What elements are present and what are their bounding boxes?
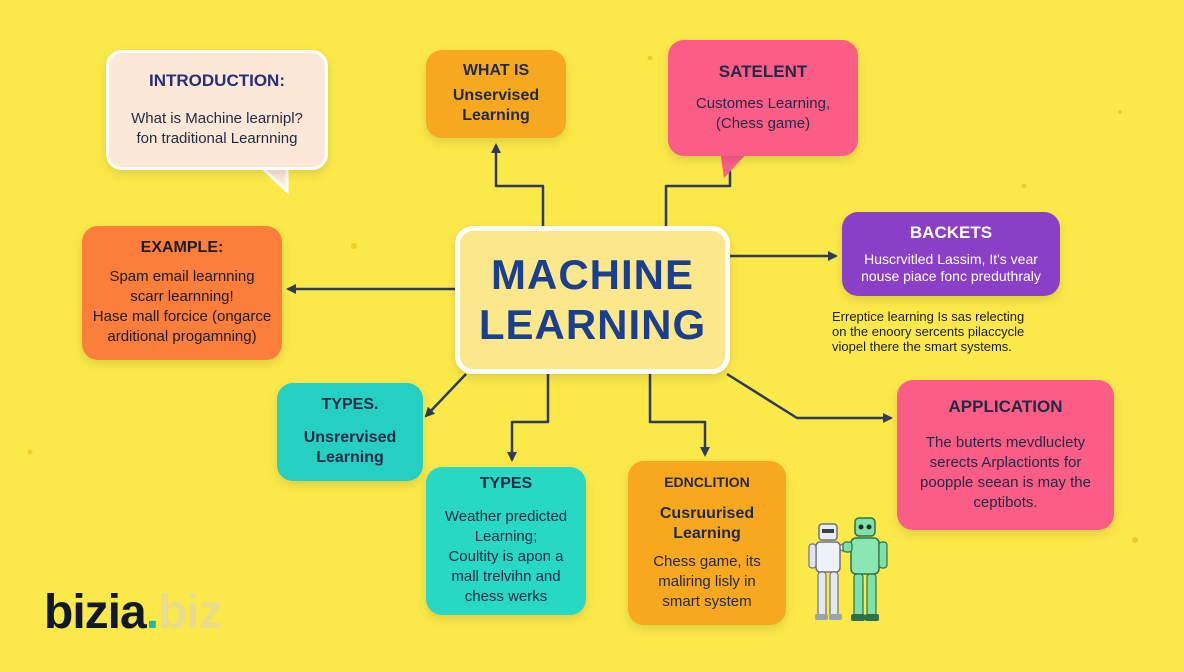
center-title-line-2: LEARNING [478, 301, 707, 348]
node-what-is: WHAT IS Unservised Learning [426, 50, 566, 138]
example-line-3: Hase mall forcice (ongarce [92, 308, 272, 325]
node-types-unsupervised: TYPES. Unsrervised Learning [277, 383, 423, 481]
types2-line-1: Weather predicted [444, 508, 568, 525]
link-to-what [491, 143, 545, 226]
link-to-satelent [664, 166, 732, 226]
node-example: EXAMPLE: Spam email learnning scarr lear… [82, 226, 282, 360]
logo-dot: . [145, 586, 159, 639]
edn-sub-line-2: Learning [673, 525, 741, 542]
what-is-line-1: Unservised [452, 87, 540, 104]
backets-title: BACKETS [909, 223, 993, 242]
backets-line-1: Huscrvitled Lassim, It's vear [864, 251, 1038, 267]
what-is-title: WHAT IS [462, 62, 530, 79]
satelent-line-1: Customes Learning, [695, 95, 831, 112]
node-backets: BACKETS Huscrvitled Lassim, It's vear no… [842, 212, 1060, 296]
edn-title: EDNCLITION [664, 474, 750, 490]
satelent-bubble-tail [720, 150, 750, 178]
types2-line-2: Learning; [474, 528, 538, 545]
robots-illustration [808, 517, 888, 621]
link-to-application [726, 372, 893, 423]
types1-line-1: Unsrervised [303, 429, 397, 446]
introduction-line-1: What is Machine learnipl? [131, 110, 303, 127]
types2-line-3: Coultity is apon a [448, 548, 564, 565]
application-line-3: poopple seean is may the [920, 474, 1091, 491]
application-title: APPLICATION [948, 397, 1063, 416]
node-machine-learning-center: MACHINE LEARNING [455, 226, 730, 374]
application-line-4: ceptibots. [973, 494, 1038, 511]
green-robot-icon [842, 517, 888, 621]
application-line-1: The buterts mevdluclety [925, 434, 1086, 451]
node-satelent: SATELENT Customes Learning, (Chess game) [668, 40, 858, 156]
example-line-2: scarr learnning! [130, 288, 234, 305]
node-ednclition: EDNCLITION Cusruurised Learning Chess ga… [628, 461, 786, 625]
annotation-line-3: viopel there the smart systems. [832, 339, 1012, 354]
node-types-weather: TYPES Weather predicted Learning; Coulti… [426, 467, 586, 615]
logo-part-1: bizia [44, 586, 147, 639]
edn-sub-line-1: Cusruurised [659, 505, 755, 522]
example-line-1: Spam email learnning [109, 268, 255, 285]
satelent-line-2: (Chess game) [715, 115, 811, 132]
application-line-2: serects Arplactionts for [929, 454, 1082, 471]
what-is-line-2: Learning [462, 107, 530, 124]
types2-line-4: mall trelvihn and [451, 568, 561, 585]
node-application: APPLICATION The buterts mevdluclety sere… [897, 380, 1114, 530]
backets-line-2: nouse piace fonc preduthraly [861, 268, 1041, 284]
bizia-logo[interactable]: bizia.biz [44, 585, 223, 641]
satelent-title: SATELENT [718, 62, 808, 81]
introduction-line-2: fon traditional Learnning [136, 130, 298, 147]
annotation-text: Erreptice learning Is sas relecting on t… [832, 309, 1072, 354]
annotation-line-1: Erreptice learning Is sas relecting [832, 309, 1025, 324]
center-title-line-1: MACHINE [491, 251, 694, 298]
example-title: EXAMPLE: [140, 239, 224, 256]
link-to-types2 [507, 374, 550, 462]
background-specks [27, 55, 1138, 543]
types2-title: TYPES [479, 475, 533, 492]
edn-line-1: Chess game, its [653, 553, 761, 570]
annotation-line-2: on the enoory sercents pilaccycle [832, 324, 1025, 339]
edn-line-3: smart system [662, 593, 752, 610]
white-robot-icon [808, 523, 853, 620]
types1-title: TYPES. [321, 396, 379, 413]
types2-line-5: chess werks [464, 588, 548, 605]
node-introduction: INTRODUCTION: What is Machine learnipl? … [106, 50, 328, 170]
introduction-title: INTRODUCTION: [149, 71, 285, 90]
link-to-edn [648, 374, 710, 457]
logo-part-2: biz [158, 586, 223, 639]
types1-line-2: Learning [316, 449, 384, 466]
link-to-types1 [424, 373, 467, 418]
edn-line-2: maliring lisly in [658, 573, 756, 590]
example-line-4: arditional progamning) [107, 328, 257, 345]
